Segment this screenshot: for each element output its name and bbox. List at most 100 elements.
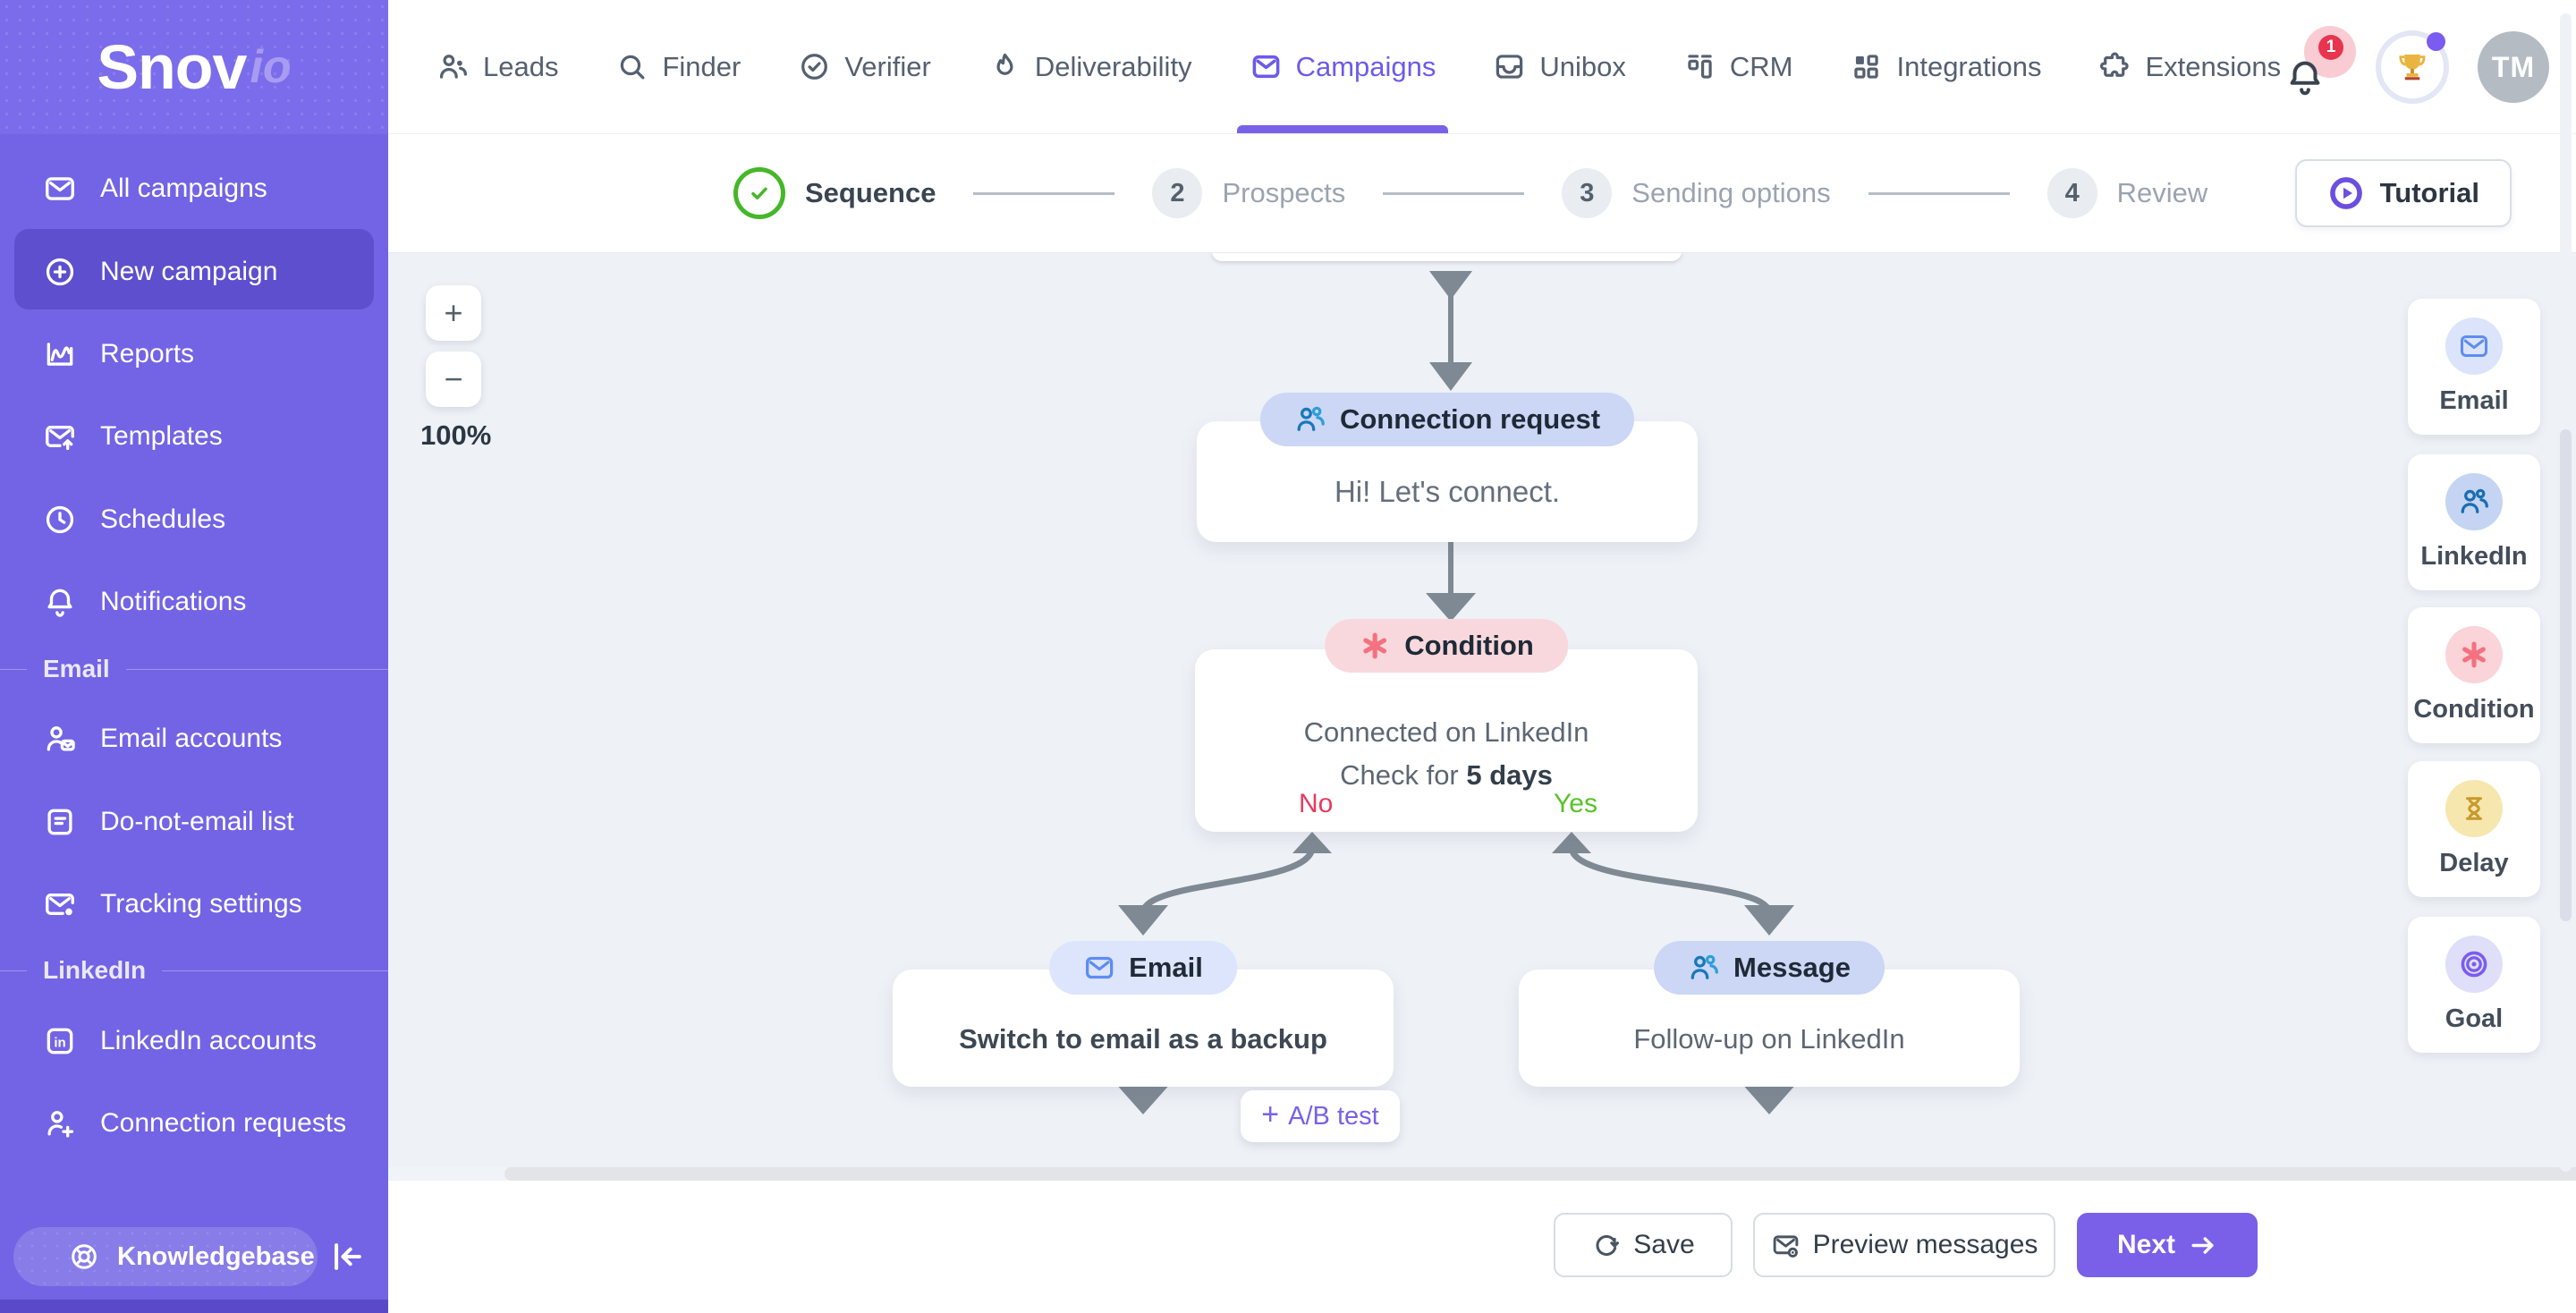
sidebar: Snov io All campaigns New campaign Repor… [0,0,388,1313]
user-avatar[interactable]: TM [2478,31,2549,103]
preview-messages-button[interactable]: Preview messages [1753,1213,2055,1277]
preview-envelope-icon [1773,1234,1798,1258]
zoom-out-button[interactable]: − [426,352,481,407]
palette-item-email[interactable]: Email [2408,299,2540,435]
sidebar-item-label: All campaigns [100,174,267,203]
zoom-in-button[interactable]: + [426,285,481,341]
nav-item-unibox[interactable]: Unibox [1493,0,1626,133]
collapse-sidebar-button[interactable] [327,1237,367,1276]
sidebar-item-label: Tracking settings [100,889,302,919]
node-type-pill: Email [1049,941,1237,995]
plus-circle-icon [46,258,74,286]
trophy-icon [2399,55,2426,80]
rewards-trophy-button[interactable] [2376,30,2449,104]
leads-people-icon [439,55,467,79]
tutorial-label: Tutorial [2379,177,2479,208]
check-circle-icon [801,54,828,80]
collapse-left-icon [335,1243,361,1270]
envelope-dot-icon [46,894,74,916]
condition-line2: Check for 5 days [1340,759,1553,791]
palette-item-condition[interactable]: Condition [2408,607,2540,743]
knowledgebase-label: Knowledgebase [117,1241,315,1271]
sidebar-item-linkedin-accounts[interactable]: in LinkedIn accounts [0,1013,388,1069]
palette-item-goal[interactable]: Goal [2408,917,2540,1053]
sidebar-item-label: Notifications [100,587,247,616]
sidebar-item-label: Schedules [100,504,226,534]
nav-item-extensions[interactable]: Extensions [2098,0,2281,133]
partially-visible-node [1212,253,1682,261]
nav-item-verifier[interactable]: Verifier [798,0,931,133]
sidebar-item-all-campaigns[interactable]: All campaigns [0,161,388,216]
palette-item-linkedin[interactable]: LinkedIn [2408,454,2540,590]
node-condition[interactable]: Condition Connected on LinkedIn Check fo… [1195,619,1698,832]
node-body-text: Hi! Let's connect. [1334,474,1561,508]
branch-yes-label: Yes [1554,789,1597,818]
step-review[interactable]: 4 Review [2046,168,2207,218]
node-body-text: Follow-up on LinkedIn [1633,1022,1905,1055]
sidebar-item-label: Templates [100,421,223,451]
campaign-stepper-bar: Sequence 2 Prospects 3 Sending options 4… [388,134,2576,253]
nav-item-crm[interactable]: CRM [1683,0,1792,133]
inbox-icon [1496,55,1523,79]
palette-label: Goal [2445,1004,2504,1033]
palette-label: Delay [2439,849,2509,877]
node-type-label: Condition [1404,630,1534,661]
vertical-scrollbar-thumb[interactable] [2560,429,2572,921]
palette-item-delay[interactable]: Delay [2408,761,2540,897]
condition-line1: Connected on LinkedIn [1303,716,1589,748]
bell-icon [2290,61,2320,96]
nav-item-finder[interactable]: Finder [615,0,741,133]
node-message[interactable]: Message Follow-up on LinkedIn [1519,941,2020,1087]
palette-label: LinkedIn [2420,542,2528,571]
nav-item-campaigns[interactable]: Campaigns [1236,0,1449,133]
nav-item-deliverability[interactable]: Deliverability [988,0,1192,133]
puzzle-icon [2100,52,2130,77]
notification-count-badge: 1 [2318,35,2343,60]
sidebar-item-connection-requests[interactable]: Connection requests [0,1096,388,1151]
linkedin-people-icon [2445,473,2503,530]
node-connection-request[interactable]: Connection request Hi! Let's connect. [1197,393,1698,542]
step-sending-options[interactable]: 3 Sending options [1562,168,1831,218]
ab-test-button[interactable]: + A/B test [1241,1090,1400,1142]
step-label: Prospects [1222,177,1346,208]
save-sync-icon [1596,1234,1620,1256]
svg-text:in: in [54,1035,65,1050]
knowledgebase-button[interactable]: Knowledgebase [13,1227,318,1286]
save-button[interactable]: Save [1554,1213,1733,1277]
nav-item-integrations[interactable]: Integrations [1850,0,2041,133]
step-connector [1383,191,1525,195]
step-sequence[interactable]: Sequence [733,167,936,219]
node-email[interactable]: Email Switch to email as a backup [893,941,1394,1087]
email-envelope-icon [2445,318,2503,375]
chart-icon [47,343,73,366]
flame-icon [996,53,1013,75]
save-label: Save [1633,1230,1695,1259]
horizontal-scrollbar-thumb[interactable] [504,1167,2576,1181]
notifications-bell-button[interactable]: 1 [2284,26,2356,103]
condition-asterisk-icon [2445,626,2503,683]
linkedin-people-icon [1297,406,1325,431]
sidebar-item-notifications[interactable]: Notifications [0,574,388,630]
sidebar-item-do-not-email-list[interactable]: Do-not-email list [0,794,388,850]
sidebar-item-tracking-settings[interactable]: Tracking settings [0,877,388,932]
sidebar-section-email: Email [0,655,388,683]
sidebar-item-reports[interactable]: Reports [0,326,388,382]
search-icon [621,55,645,80]
sidebar-item-new-campaign[interactable]: New campaign [0,244,388,300]
next-button[interactable]: Next [2077,1213,2258,1277]
sidebar-item-schedules[interactable]: Schedules [0,492,388,547]
tutorial-button[interactable]: Tutorial [2294,159,2512,227]
sidebar-active-highlight [14,229,374,309]
stepper-steps: Sequence 2 Prospects 3 Sending options 4… [733,134,2207,252]
nav-right-cluster: 1 TM [2284,0,2549,134]
nav-label: Deliverability [1034,50,1192,82]
nav-item-leads[interactable]: Leads [436,0,558,133]
sidebar-item-email-accounts[interactable]: Email accounts [0,711,388,767]
envelope-up-icon [46,426,74,451]
sequence-canvas[interactable]: Connection request Hi! Let's connect. Co… [388,253,2576,1181]
sidebar-item-templates[interactable]: Templates [0,409,388,464]
step-prospects[interactable]: 2 Prospects [1152,168,1345,218]
sidebar-item-label: Do-not-email list [100,807,294,836]
snov-logo[interactable]: Snov io [0,0,388,134]
clock-icon [46,505,74,534]
